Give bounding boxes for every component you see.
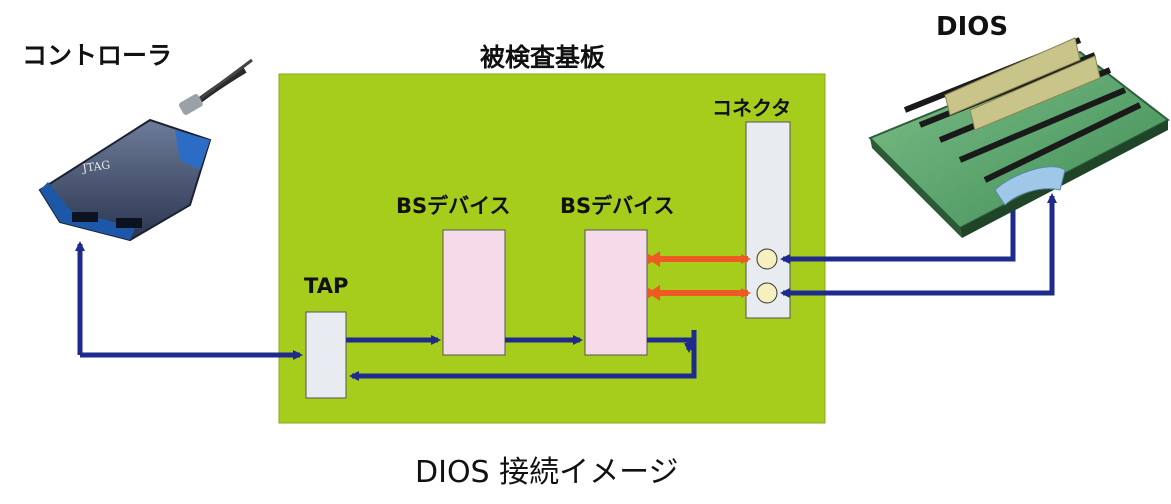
bs-device-1 [442, 229, 506, 356]
arrow-return-to-tap [349, 330, 697, 381]
jtag-brand-text: JTAG [81, 158, 111, 175]
test-board [278, 73, 826, 424]
connector-pin-2 [756, 282, 778, 304]
board-label: 被検査基板 [480, 43, 606, 72]
arrow-dios-to-pin-1 [780, 203, 1016, 264]
connector-pin-1 [756, 248, 778, 270]
arrow-dios-to-pin-2 [780, 203, 1055, 298]
arrow-bs2-loop-out [647, 337, 694, 353]
tap-block [305, 311, 347, 399]
bs-device-2 [584, 229, 648, 356]
controller-label: コントローラ [22, 41, 173, 70]
connector-label: コネクタ [712, 96, 792, 120]
diagram-caption: DIOS 接続イメージ [415, 455, 679, 490]
dios-label: DIOS [936, 12, 1009, 42]
bs-device-2-label: BSデバイス [560, 194, 675, 218]
jtag-controller-image [38, 58, 253, 242]
tap-label: TAP [304, 274, 349, 298]
bs-device-1-label: BSデバイス [396, 194, 511, 218]
dios-board-image [868, 37, 1170, 238]
